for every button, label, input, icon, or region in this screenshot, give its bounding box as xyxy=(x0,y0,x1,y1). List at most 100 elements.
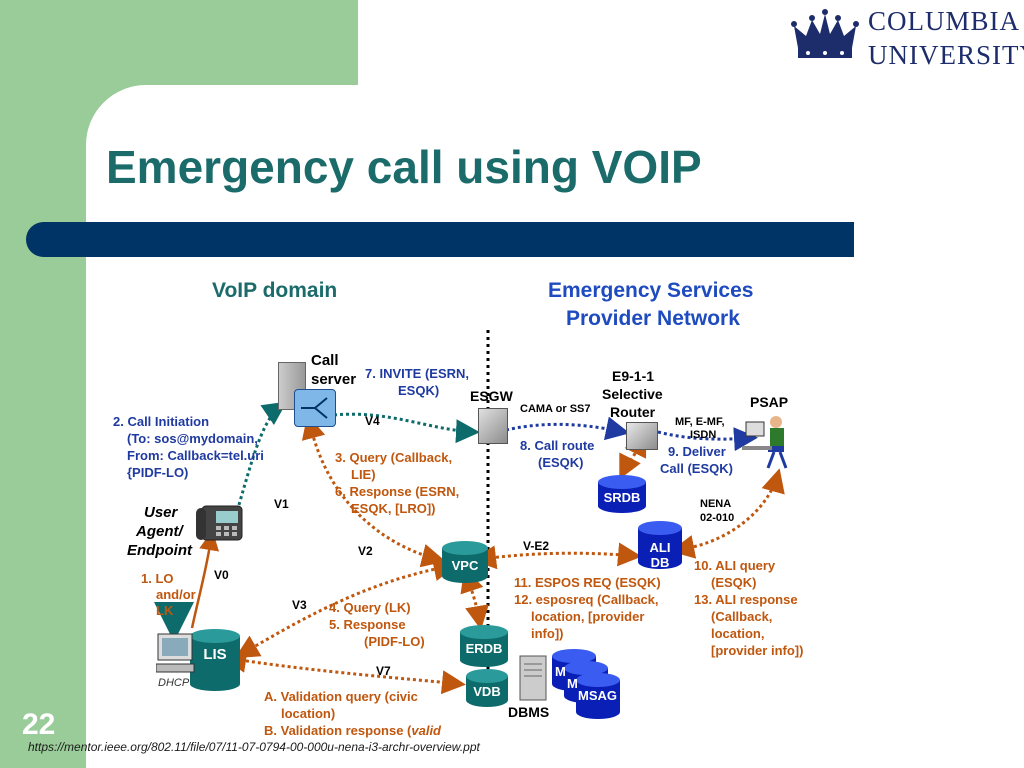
crown-icon xyxy=(791,9,859,58)
voip-domain-heading: VoIP domain xyxy=(212,279,338,302)
flow-v4 xyxy=(333,412,480,444)
erdb-database xyxy=(460,625,508,667)
esp-heading-line2: Provider Network xyxy=(566,307,740,330)
psap-label: PSAP xyxy=(750,394,789,410)
step-7-line2: ESQK) xyxy=(398,383,440,398)
ali-database xyxy=(638,521,682,569)
interface-v7: V7 xyxy=(376,664,391,678)
step-13-line2: (Callback, xyxy=(711,609,773,624)
interface-v3: V3 xyxy=(292,598,307,612)
step-b-text: B. Validation response ( xyxy=(264,723,412,738)
interface-cama: CAMA or SS7 xyxy=(520,403,591,415)
e911-label-2: Selective xyxy=(602,386,663,402)
step-1-line1: 1. LO xyxy=(141,571,174,586)
call-server-label-1: Call xyxy=(311,352,339,369)
interface-ve2: V-E2 xyxy=(523,539,550,553)
interface-mf-1: MF, E-MF, xyxy=(675,416,725,428)
flow-router-srdb xyxy=(619,431,647,480)
flow-9 xyxy=(657,427,758,452)
flow-8 xyxy=(505,416,630,441)
slide-title: Emergency call using VOIP xyxy=(106,141,702,193)
step-2-line1: 2. Call Initiation xyxy=(113,414,210,429)
step-12-line3: info]) xyxy=(531,626,564,641)
step-3-line2: LIE) xyxy=(351,467,376,482)
lis-database xyxy=(190,629,240,691)
step-1-line3: LK xyxy=(156,603,174,618)
step-8-line2: (ESQK) xyxy=(538,455,584,470)
step-10-line2: (ESQK) xyxy=(711,575,757,590)
msag-label-m2: M xyxy=(567,676,578,691)
operator-icon xyxy=(742,416,788,469)
step-9-line2: Call (ESQK) xyxy=(660,461,733,476)
flow-v3 xyxy=(234,557,458,659)
e911-label-3: Router xyxy=(610,404,656,420)
ua-label-2: Agent/ xyxy=(136,523,183,540)
step-13-line1: 13. ALI response xyxy=(694,592,798,607)
msag-label-m1: M xyxy=(555,664,566,679)
interface-v4: V4 xyxy=(365,414,380,428)
green-left-strip xyxy=(0,0,86,768)
dbms-server-icon xyxy=(519,655,547,701)
step-2-line3: From: Callback=tel.uri xyxy=(127,448,264,463)
step-13-line4: [provider info]) xyxy=(711,643,804,658)
ua-label-1: User xyxy=(144,504,178,521)
ali-label-2: DB xyxy=(650,555,670,570)
srdb-database xyxy=(598,475,646,513)
step-6-line2: ESQK, [LRO]) xyxy=(351,501,436,516)
msag-label: MSAG xyxy=(578,688,617,703)
flow-ve2 xyxy=(472,542,642,570)
ip-phone-icon xyxy=(196,505,243,541)
interface-mf-2: ISDN xyxy=(690,429,717,441)
interface-v0: V0 xyxy=(214,568,229,582)
msag-database-stack xyxy=(552,649,620,719)
lis-label: LIS xyxy=(203,646,227,663)
step-b-valid: valid xyxy=(411,723,441,738)
step-12-line1: 12. esposreq (Callback, xyxy=(514,592,659,607)
dbms-label: DBMS xyxy=(508,704,550,720)
step-a-line2: location) xyxy=(281,706,336,721)
columbia-logo: COLUMBIA UNIVERSITY xyxy=(790,6,1024,76)
step-6-line1: 6. Response (ESRN, xyxy=(335,484,460,499)
step-7-line1: 7. INVITE (ESRN, xyxy=(365,366,470,381)
step-3-line1: 3. Query (Callback, xyxy=(335,450,453,465)
vdb-label: VDB xyxy=(473,684,501,699)
dhcp-computer-icon xyxy=(156,633,195,673)
step-11: 11. ESPOS REQ (ESQK) xyxy=(514,575,661,590)
step-9-line1: 9. Deliver xyxy=(668,444,726,459)
step-12-line2: location, [provider xyxy=(531,609,645,624)
srdb-label: SRDB xyxy=(603,490,641,505)
interface-nena-2: 02-010 xyxy=(700,512,735,524)
step-5-line1: 5. Response xyxy=(329,617,406,632)
step-4: 4. Query (LK) xyxy=(329,600,411,615)
source-url: https://mentor.ieee.org/802.11/file/07/1… xyxy=(28,740,480,754)
step-a-line1: A. Validation query (civic xyxy=(264,689,418,704)
flow-v7 xyxy=(222,649,466,695)
esgw-label: ESGW xyxy=(470,388,513,404)
gateway-icon xyxy=(478,408,508,444)
selective-router-icon xyxy=(626,422,658,450)
vdb-database xyxy=(466,669,508,707)
flow-vpc-erdb xyxy=(460,567,489,630)
interface-v1: V1 xyxy=(274,497,289,511)
step-5-line2: (PIDF-LO) xyxy=(364,634,425,649)
vpc-database xyxy=(442,541,488,583)
erdb-label: ERDB xyxy=(465,641,503,656)
logo-text-columbia: COLUMBIA xyxy=(868,6,1021,36)
step-13-line3: location, xyxy=(711,626,765,641)
vpc-label: VPC xyxy=(451,558,479,573)
router-icon xyxy=(294,389,336,427)
step-2-line2: (To: sos@mydomain, xyxy=(127,431,258,446)
logo-text-university: UNIVERSITY xyxy=(868,40,1024,70)
flow-3-6 xyxy=(301,414,446,568)
step-10-line1: 10. ALI query xyxy=(694,558,776,573)
esp-heading-line1: Emergency Services xyxy=(548,279,754,302)
flow-10-13 xyxy=(670,468,785,559)
step-b-line1: B. Validation response (valid xyxy=(264,723,441,739)
title-rule-bar xyxy=(26,222,854,257)
interface-nena-1: NENA xyxy=(700,498,732,510)
step-1-line2: and/or xyxy=(156,587,196,602)
interface-v2: V2 xyxy=(358,544,373,558)
ua-label-3: Endpoint xyxy=(127,542,192,559)
